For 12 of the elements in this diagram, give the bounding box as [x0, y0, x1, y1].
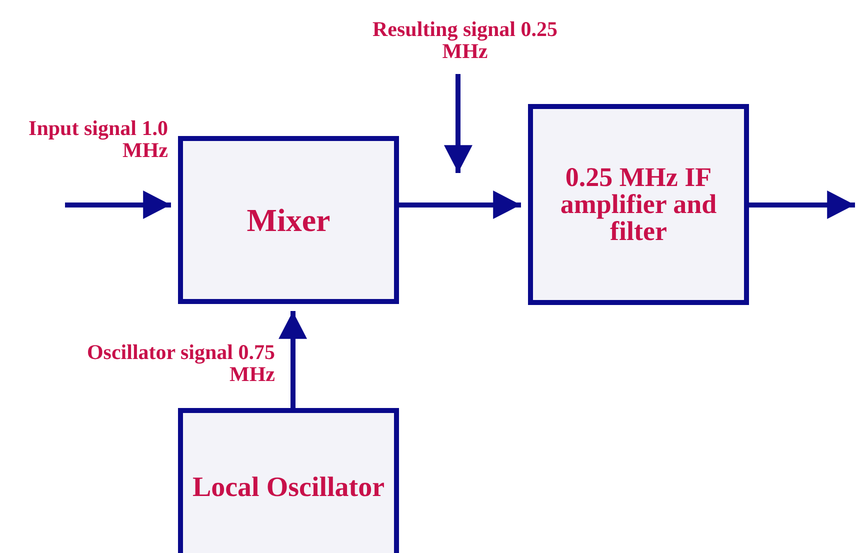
signal-arrow: [278, 311, 308, 408]
pointer-arrow: [444, 74, 472, 173]
block-label: Local Oscillator: [191, 474, 386, 502]
block-box: [178, 136, 399, 304]
signal-arrow: [749, 190, 855, 220]
signal-arrow: [399, 190, 521, 220]
block-box: [528, 104, 749, 305]
signal-arrow: [65, 190, 171, 220]
block-label: Mixer: [246, 204, 332, 236]
annotation-text: Resulting signal 0.25 MHz: [372, 18, 558, 62]
block-label: 0.25 MHz IF amplifier and filter: [559, 164, 718, 245]
block-box: [178, 408, 399, 553]
